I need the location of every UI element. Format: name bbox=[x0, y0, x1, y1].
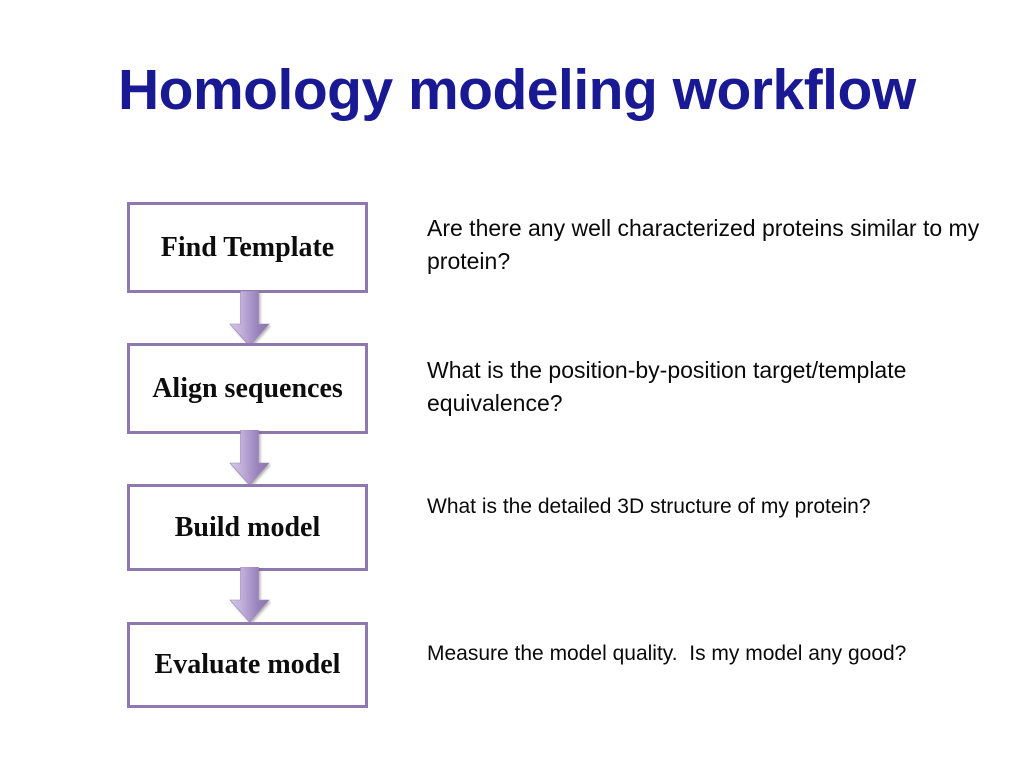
flow-step-label: Build model bbox=[174, 511, 321, 543]
arrow-down-icon bbox=[228, 291, 271, 347]
flow-step-label: Evaluate model bbox=[154, 649, 341, 680]
flow-step-align-sequences[interactable]: Align sequences bbox=[127, 343, 368, 434]
flow-step-description-find-template: Are there any well characterized protein… bbox=[427, 215, 980, 274]
arrow-down-icon bbox=[228, 430, 271, 486]
flow-step-label: Align sequences bbox=[152, 372, 343, 404]
flow-step-description-build-model: What is the detailed 3D structure of my … bbox=[427, 495, 871, 518]
flow-step-build-model[interactable]: Build model bbox=[127, 484, 368, 571]
flow-step-find-template[interactable]: Find Template bbox=[127, 202, 368, 293]
flow-step-description-evaluate-model: Measure the model quality. Is my model a… bbox=[427, 642, 907, 665]
flow-step-evaluate-model[interactable]: Evaluate model bbox=[127, 622, 368, 708]
page-title: Homology modeling workflow bbox=[118, 58, 916, 122]
flow-step-description-align-sequences: What is the position-by-position target/… bbox=[427, 357, 907, 416]
flow-step-label: Find Template bbox=[160, 231, 335, 263]
arrow-down-icon bbox=[228, 567, 271, 623]
